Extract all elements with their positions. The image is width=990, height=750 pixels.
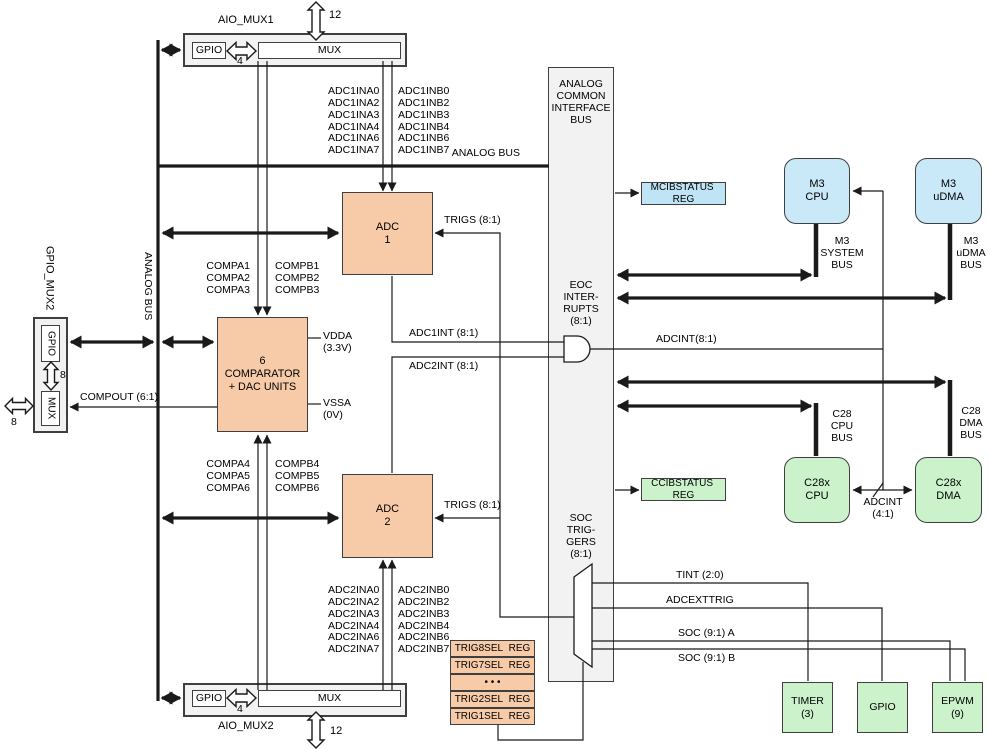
gpio-mux2-width8-top: 8 bbox=[60, 369, 66, 381]
gpio-mux2-mux-box: MUX bbox=[41, 391, 60, 426]
soc-b-label: SOC (9:1) B bbox=[678, 652, 736, 664]
interrupt-gate-icon bbox=[563, 335, 591, 363]
aio-mux1-width4: 4 bbox=[237, 55, 243, 67]
c28x-cpu-block: C28x CPU bbox=[784, 457, 850, 523]
m3-udma-block: M3 uDMA bbox=[915, 158, 982, 224]
trig7sel-reg: TRIG7SEL REG bbox=[450, 657, 535, 674]
acib-title: ANALOG COMMON INTERFACE BUS bbox=[551, 78, 611, 127]
eoc-interrupts-label: EOC INTER- RUPTS (8:1) bbox=[563, 279, 599, 328]
epwm-block: EPWM (9) bbox=[932, 682, 983, 733]
soc-trigger-mux-icon bbox=[573, 562, 593, 669]
adc1-trigs-label: TRIGS (8:1) bbox=[444, 214, 501, 226]
trig1sel-reg: TRIG1SEL REG bbox=[450, 708, 535, 725]
soc-a-label: SOC (9:1) A bbox=[678, 627, 735, 639]
trig2sel-reg: TRIG2SEL REG bbox=[450, 691, 535, 708]
adcexttrig-line bbox=[592, 607, 883, 681]
adc2-block: ADC 2 bbox=[342, 474, 433, 558]
comparator-block: 6 COMPARATOR + DAC UNITS bbox=[217, 317, 308, 432]
gpio-block: GPIO bbox=[857, 682, 908, 733]
compb-top-labels: COMPB1 COMPB2 COMPB3 bbox=[275, 260, 320, 296]
tint-line bbox=[592, 582, 809, 681]
aio-mux2-width4: 4 bbox=[237, 703, 243, 715]
compout-label: COMPOUT (6:1) bbox=[80, 391, 158, 403]
tint-label: TINT (2:0) bbox=[676, 569, 724, 581]
adc1-block: ADC 1 bbox=[342, 192, 433, 275]
gpiomux2-8pin-arrow-icon bbox=[42, 360, 60, 392]
vdda-label: VDDA (3.3V) bbox=[323, 330, 353, 355]
aio-mux1-title: AIO_MUX1 bbox=[218, 14, 274, 26]
adc2-input-b-labels: ADC2INB0 ADC2INB2 ADC2INB3 ADC2INB4 ADC2… bbox=[398, 584, 450, 656]
aio-mux2-gpio-box: GPIO bbox=[192, 690, 226, 707]
adc1int-line bbox=[391, 276, 566, 343]
trig8sel-reg: TRIG8SEL REG bbox=[450, 640, 535, 657]
aio-mux1-gpio-box: GPIO bbox=[192, 42, 226, 59]
adc2int-label: ADC2INT (8:1) bbox=[409, 360, 479, 372]
compb-bottom-labels: COMPB4 COMPB5 COMPB6 bbox=[275, 458, 320, 494]
gpio-mux2-gpio-box: GPIO bbox=[41, 325, 60, 362]
gpiomux2-8pin-left-arrow-icon bbox=[4, 396, 34, 416]
m3-udma-bus-label: M3 uDMA BUS bbox=[956, 235, 986, 272]
soc-b-line bbox=[592, 648, 966, 681]
adc2-trigs-label: TRIGS (8:1) bbox=[444, 499, 501, 511]
analog-bus-vertical-label: ANALOG BUS bbox=[142, 252, 155, 321]
aio-mux1-width12: 12 bbox=[329, 9, 342, 21]
bus-width-slash bbox=[872, 482, 884, 498]
m3-cpu-block: M3 CPU bbox=[784, 158, 850, 224]
m3-system-bus-label: M3 SYSTEM BUS bbox=[820, 235, 864, 272]
adcexttrig-label: ADCEXTTRIG bbox=[666, 594, 734, 606]
soc-a-line bbox=[592, 640, 951, 681]
adc2-input-a-labels: ADC2INA0 ADC2INA2 ADC2INA3 ADC2INA4 ADC2… bbox=[328, 584, 380, 656]
aiomux1-12pin-arrow-icon bbox=[306, 1, 326, 41]
c28x-dma-block: C28x DMA bbox=[915, 457, 982, 523]
aio-mux2-width12: 12 bbox=[330, 725, 343, 737]
trigsel-line bbox=[497, 662, 584, 741]
aiomux2-12pin-arrow-icon bbox=[306, 711, 326, 749]
gpio-mux2-title: GPIO_MUX2 bbox=[43, 246, 56, 311]
adc2int-line bbox=[391, 356, 566, 473]
adc1int-label: ADC1INT (8:1) bbox=[409, 327, 479, 339]
adcint4-label: ADCINT (4:1) bbox=[863, 496, 903, 521]
compa-bottom-labels: COMPA4 COMPA5 COMPA6 bbox=[206, 458, 250, 494]
trigs-adc1-line bbox=[434, 228, 575, 618]
aio-mux2-title: AIO_MUX2 bbox=[218, 720, 274, 732]
ccibstatus-reg: CCIBSTATUS REG bbox=[641, 478, 726, 501]
mcibstatus-reg: MCIBSTATUS REG bbox=[641, 182, 726, 205]
timer-block: TIMER (3) bbox=[782, 682, 833, 733]
compa-top-labels: COMPA1 COMPA2 COMPA3 bbox=[206, 260, 250, 296]
analog-bus-horizontal-label: ANALOG BUS bbox=[451, 147, 520, 159]
c28-dma-bus-label: C28 DMA BUS bbox=[959, 405, 983, 442]
soc-triggers-label: SOC TRIG- GERS (8:1) bbox=[566, 512, 596, 561]
adc1-input-b-labels: ADC1INB0 ADC1INB2 ADC1INB3 ADC1INB4 ADC1… bbox=[398, 85, 450, 157]
c28-cpu-bus-label: C28 CPU BUS bbox=[830, 408, 854, 445]
aiomux1-4pin-arrow-icon bbox=[225, 40, 258, 62]
aio-mux2-mux-box: MUX bbox=[258, 690, 401, 707]
adcint8-label: ADCINT(8:1) bbox=[656, 333, 717, 345]
gpio-mux2-width8-left: 8 bbox=[11, 416, 17, 428]
adc1-input-a-labels: ADC1INA0 ADC1INA2 ADC1INA3 ADC1INA4 ADC1… bbox=[328, 85, 380, 157]
trigsel-ellipsis: • • • bbox=[450, 674, 535, 691]
vssa-label: VSSA (0V) bbox=[323, 397, 352, 422]
aiomux2-4pin-arrow-icon bbox=[225, 687, 258, 709]
aio-mux1-mux-box: MUX bbox=[258, 42, 401, 59]
